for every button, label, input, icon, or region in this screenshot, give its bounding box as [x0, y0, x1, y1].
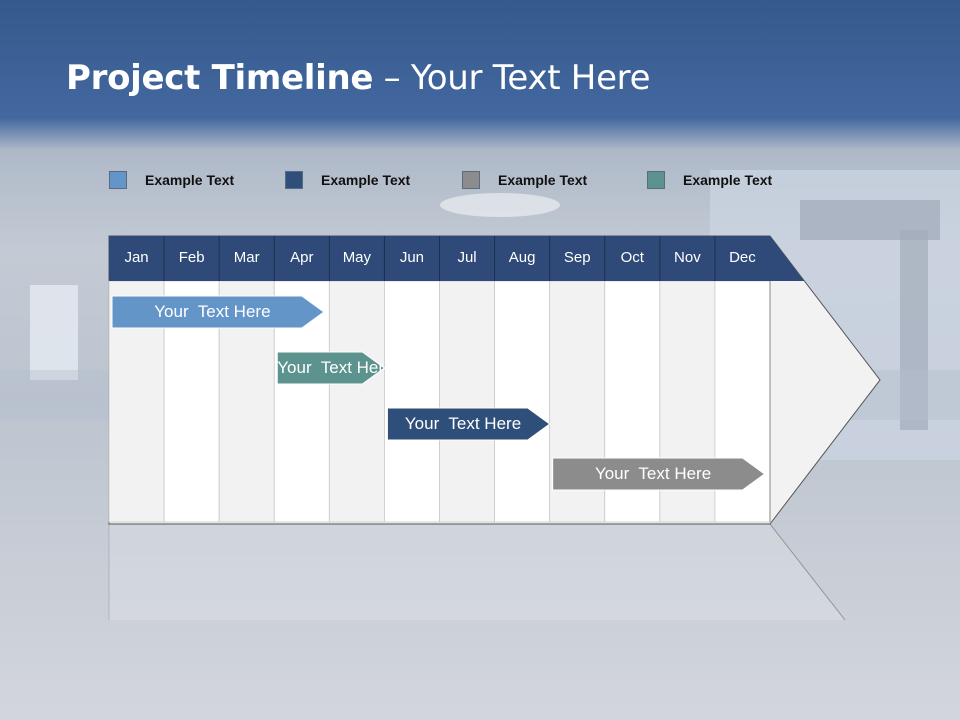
month-label-mar: Mar	[233, 249, 260, 266]
legend-item-1: Example Text	[109, 170, 234, 190]
legend-label-1: Example Text	[145, 172, 235, 188]
timeline-reflection	[109, 524, 845, 620]
legend-item-2: Example Text	[285, 170, 410, 190]
reflection-edge	[769, 523, 846, 621]
legend-swatch-1	[109, 171, 127, 189]
legend-label-4: Example Text	[683, 172, 773, 188]
title-bold: Project Timeline	[66, 58, 374, 98]
month-label-nov: Nov	[674, 249, 701, 266]
task-bar-label-4: Your Text Here	[594, 464, 712, 483]
month-label-jun: Jun	[399, 249, 425, 266]
month-label-apr: Apr	[290, 249, 314, 266]
legend-label-3: Example Text	[498, 172, 588, 188]
month-label-jan: Jan	[124, 249, 149, 266]
month-column-aug	[494, 280, 551, 523]
title-rest: – Your Text Here	[373, 58, 651, 98]
legend-swatch-3	[462, 171, 480, 189]
header-dividers	[163, 236, 716, 281]
month-column-may	[328, 280, 385, 523]
month-column-jul	[439, 280, 495, 523]
background-light	[440, 193, 560, 217]
month-label-jul: Jul	[457, 249, 477, 266]
task-bar-2	[276, 351, 386, 385]
month-label-aug: Aug	[508, 249, 536, 266]
month-column-jun	[384, 280, 440, 523]
slide-title: Project Timeline – Your Text Here	[66, 58, 651, 98]
month-label-sep: Sep	[563, 249, 591, 266]
legend-swatch-4	[647, 171, 665, 189]
background-pipe	[900, 230, 928, 430]
legend-label-2: Example Text	[321, 172, 411, 188]
timeline-header	[109, 236, 804, 281]
task-bar-label-3: Your Text Here	[404, 414, 522, 433]
month-label-feb: Feb	[178, 249, 205, 266]
month-label-may: May	[342, 249, 372, 266]
task-bar-3	[386, 407, 551, 441]
task-bars	[111, 295, 766, 491]
task-bar-label-2: Your Text Here	[277, 358, 394, 377]
month-label-oct: Oct	[620, 249, 644, 266]
task-bar-1	[111, 295, 325, 329]
legend-swatch-2	[285, 171, 303, 189]
month-label-dec: Dec	[729, 249, 756, 266]
background-window	[30, 285, 78, 380]
legend-item-4: Example Text	[647, 170, 772, 190]
task-bar-4	[552, 457, 766, 491]
task-bar-label-1: Your Text Here	[154, 302, 271, 321]
legend-item-3: Example Text	[462, 170, 587, 190]
